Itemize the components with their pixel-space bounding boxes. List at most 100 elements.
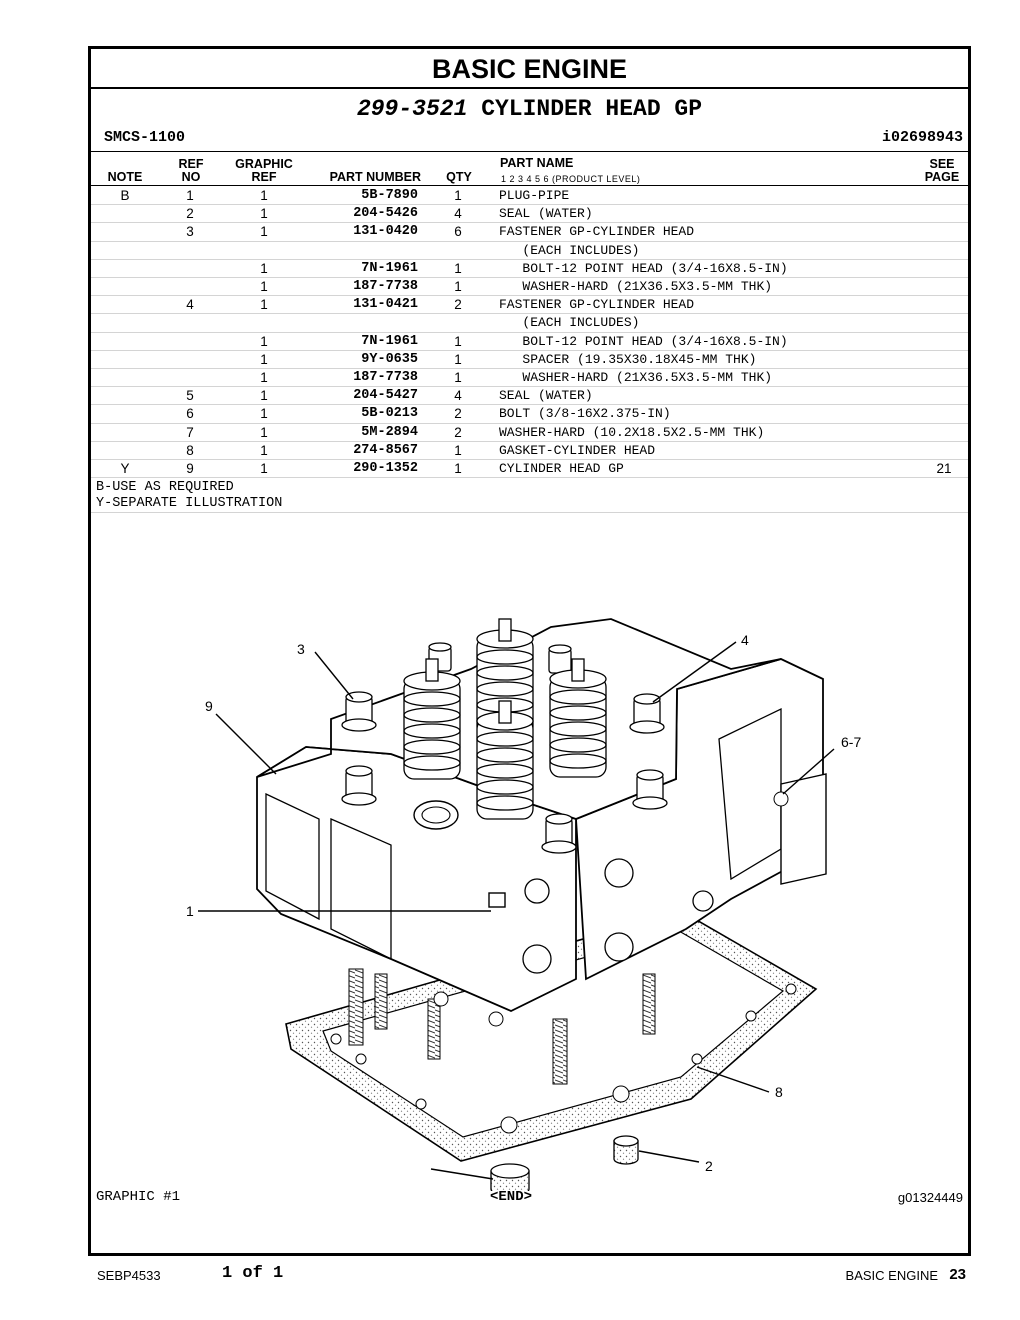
product-level-legend: 1 2 3 4 5 6 (PRODUCT LEVEL) — [501, 174, 641, 184]
row-graphic-ref: 1 — [260, 260, 268, 276]
row-graphic-ref: 1 — [260, 224, 268, 240]
row-part-name: FASTENER GP-CYLINDER HEAD — [499, 224, 695, 240]
row-part-name: BOLT-12 POINT HEAD (3/4-16X8.5-IN) — [499, 260, 788, 276]
row-graphic-ref: 1 — [260, 279, 268, 294]
row-graphic-ref: 1 — [260, 206, 268, 222]
row-part-name: WASHER-HARD (10.2X18.5X2.5-MM THK) — [499, 424, 765, 440]
col-ref-top: REF — [178, 157, 204, 171]
row-ref: 5 — [186, 388, 194, 404]
callout-1: 1 — [186, 903, 194, 919]
row-ref: 4 — [186, 297, 194, 313]
row-part-number: 5B-0213 — [361, 406, 418, 422]
table-row: 1 7N-1961 1 BOLT-12 POINT HEAD (3/4-16X8.5… — [91, 259, 968, 278]
row-part-number: 131-0421 — [353, 297, 418, 313]
row-qty: 1 — [454, 260, 462, 276]
row-ref: 2 — [186, 206, 194, 222]
row-qty: 4 — [454, 388, 462, 404]
row-graphic-ref: 1 — [260, 388, 268, 404]
row-qty: 6 — [454, 224, 462, 240]
page-number: 23 — [949, 1266, 966, 1283]
row-part-number: 187-7738 — [353, 279, 418, 294]
row-note: Y — [120, 461, 130, 476]
row-part-number: 204-5427 — [353, 388, 418, 404]
row-ref: 7 — [186, 424, 194, 440]
col-note: NOTE — [107, 170, 143, 184]
table-row: (EACH INCLUDES) — [91, 313, 968, 333]
row-part-name: WASHER-HARD (21X36.5X3.5-MM THK) — [499, 279, 773, 294]
page-of: 1 of 1 — [222, 1264, 284, 1283]
column-header-divider — [91, 185, 968, 186]
graphic-label: GRAPHIC #1 — [96, 1189, 181, 1205]
exploded-view-illustration: 3 9 1 4 6-7 8 2 5 — [186, 618, 861, 1191]
row-qty: 2 — [454, 297, 462, 313]
callout-8: 8 — [775, 1084, 783, 1100]
callout-9: 9 — [205, 698, 213, 714]
row-part-name: (EACH INCLUDES) — [499, 315, 640, 331]
publication-number: SEBP4533 — [97, 1268, 161, 1283]
row-part-number: 7N-1961 — [361, 260, 418, 276]
section-title: BASIC ENGINE — [91, 49, 968, 89]
row-part-name: (EACH INCLUDES) — [499, 242, 640, 258]
row-qty: 1 — [454, 370, 462, 385]
row-part-number: 5B-7890 — [361, 188, 418, 203]
row-graphic-ref: 1 — [260, 424, 268, 440]
row-graphic-ref: 1 — [260, 370, 268, 385]
callout-3: 3 — [297, 641, 305, 657]
row-ref: 3 — [186, 224, 194, 240]
row-qty: 1 — [454, 442, 462, 458]
row-part-number: 187-7738 — [353, 370, 418, 385]
smcs-code: SMCS-1100 — [104, 129, 186, 146]
group-part-number: 299-3521 — [356, 96, 468, 122]
row-part-name: GASKET-CYLINDER HEAD — [499, 442, 656, 458]
row-part-name: SEAL (WATER) — [499, 206, 593, 222]
col-graphic-ref: GRAPHIC REF — [231, 158, 297, 184]
header-divider — [91, 151, 968, 152]
row-qty: 1 — [454, 279, 462, 294]
callout-5: 5 — [409, 1190, 417, 1191]
row-part-number: 5M-2894 — [361, 424, 418, 440]
row-qty: 1 — [454, 333, 462, 349]
row-qty: 2 — [454, 424, 462, 440]
row-graphic-ref: 1 — [260, 188, 268, 203]
row-graphic-ref: 1 — [260, 333, 268, 349]
col-graphic-ref-bottom: REF — [251, 170, 277, 184]
row-qty: 1 — [454, 351, 462, 367]
row-part-name: CYLINDER HEAD GP — [499, 461, 624, 476]
row-ref: 9 — [186, 461, 194, 476]
row-qty: 1 — [454, 188, 462, 203]
row-part-number: 7N-1961 — [361, 333, 418, 349]
row-part-name: PLUG-PIPE — [499, 188, 570, 203]
col-see-bottom: PAGE — [924, 170, 960, 184]
group-title: 299-3521 CYLINDER HEAD GP — [91, 89, 968, 127]
callout-6-7: 6-7 — [841, 734, 861, 750]
row-graphic-ref: 1 — [260, 351, 268, 367]
water-seal-small — [613, 1135, 639, 1165]
callout-leaders — [198, 641, 835, 1180]
table-row: 7 1 5M-2894 2 WASHER-HARD (10.2X18.5X2.5-MM … — [91, 423, 968, 442]
row-part-name: SEAL (WATER) — [499, 388, 593, 404]
col-ref: REF NO — [173, 158, 209, 184]
footer-section: BASIC ENGINE — [845, 1268, 938, 1283]
row-see-page: 21 — [936, 461, 952, 476]
water-seal-large — [490, 1163, 530, 1191]
row-ref: 8 — [186, 442, 194, 458]
row-part-number: 204-5426 — [353, 206, 418, 222]
row-part-number: 9Y-0635 — [361, 351, 418, 367]
valve-springs — [403, 618, 607, 820]
row-part-name: FASTENER GP-CYLINDER HEAD — [499, 297, 695, 313]
callout-4: 4 — [741, 632, 749, 648]
row-qty: 2 — [454, 406, 462, 422]
col-part-name: PART NAME — [500, 156, 574, 170]
row-ref: 6 — [186, 406, 194, 422]
row-qty: 4 — [454, 206, 462, 222]
table-row: 1 187-7738 1 WASHER-HARD (21X36.5X3.5-MM T… — [91, 277, 968, 297]
table-row: (EACH INCLUDES) — [91, 241, 968, 260]
